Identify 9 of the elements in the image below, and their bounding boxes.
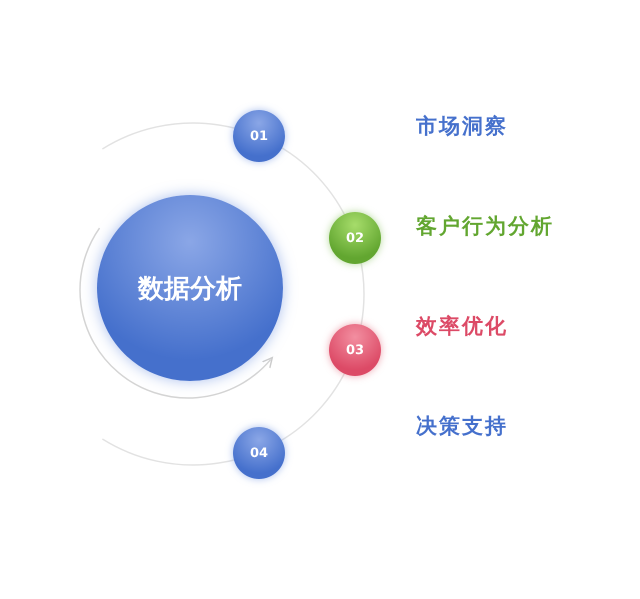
number-circle: 01 [233,110,285,162]
number-circle: 04 [233,427,285,479]
step-label: 市场洞察 [416,113,508,140]
step-label: 效率优化 [416,313,508,340]
step-label: 决策支持 [416,413,508,440]
step-label: 客户行为分析 [416,213,554,240]
center-circle: 数据分析 [97,195,283,381]
number-circle: 02 [329,212,381,264]
number-circle: 03 [329,324,381,376]
